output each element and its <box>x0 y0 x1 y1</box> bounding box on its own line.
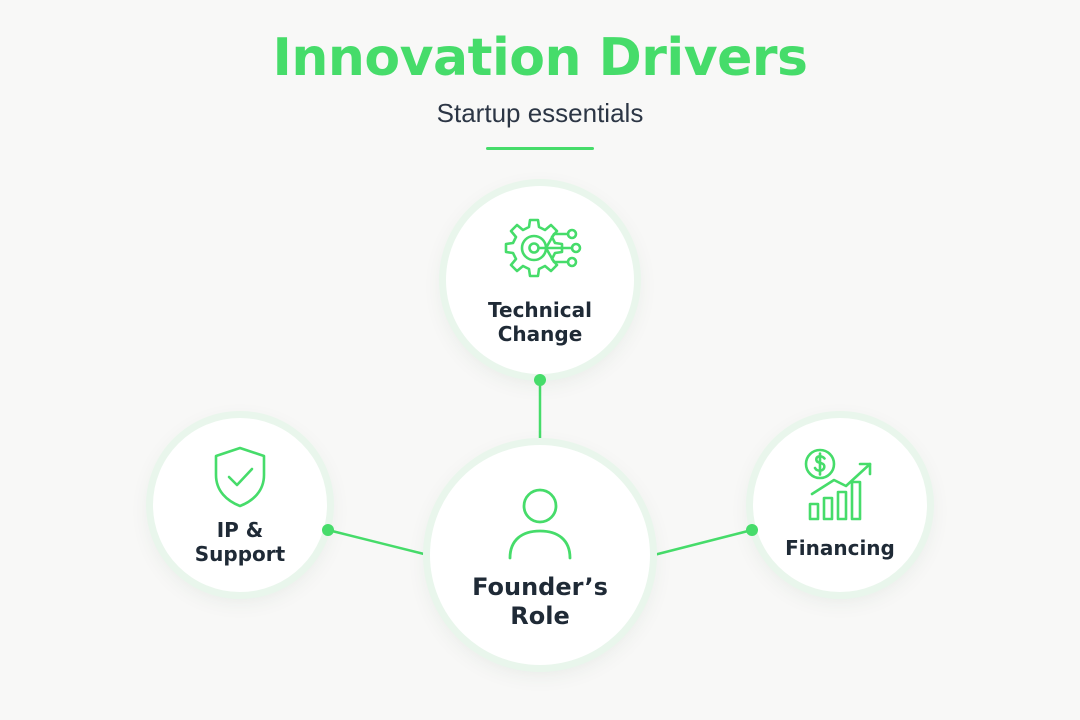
label-founders-role-line2: Role <box>510 601 570 630</box>
label-ip-support: IP & Support <box>153 518 327 566</box>
node-founders-role: Founder’s Role <box>430 445 650 665</box>
dollar-growth-chart-icon <box>804 448 872 521</box>
label-technical-change: Technical Change <box>446 298 634 346</box>
person-icon <box>508 488 572 560</box>
shield-check-icon <box>214 446 266 508</box>
node-ip-support: IP & Support <box>153 418 327 592</box>
label-financing: Financing <box>753 536 927 560</box>
connector-ip-support <box>327 528 433 558</box>
label-technical-change-line2: Change <box>497 322 583 346</box>
connector-financing <box>649 528 753 558</box>
connector-dot-ip-support <box>322 524 334 536</box>
node-technical-change: Technical Change <box>446 186 634 374</box>
label-founders-role: Founder’s Role <box>430 573 650 631</box>
page-subtitle: Startup essentials <box>436 98 644 128</box>
page-title: Innovation Drivers <box>272 28 808 88</box>
title-divider <box>486 147 594 150</box>
label-ip-support-line1: IP & <box>216 518 264 542</box>
node-financing: Financing <box>753 418 927 592</box>
label-founders-role-line1: Founder’s <box>472 573 608 601</box>
connector-dot-financing <box>746 524 758 536</box>
label-financing-text: Financing <box>785 536 895 560</box>
label-ip-support-line2: Support <box>194 542 286 566</box>
connector-dot-technical-change <box>534 374 546 386</box>
label-technical-change-line1: Technical <box>488 298 592 322</box>
gear-circuit-icon <box>504 218 582 278</box>
